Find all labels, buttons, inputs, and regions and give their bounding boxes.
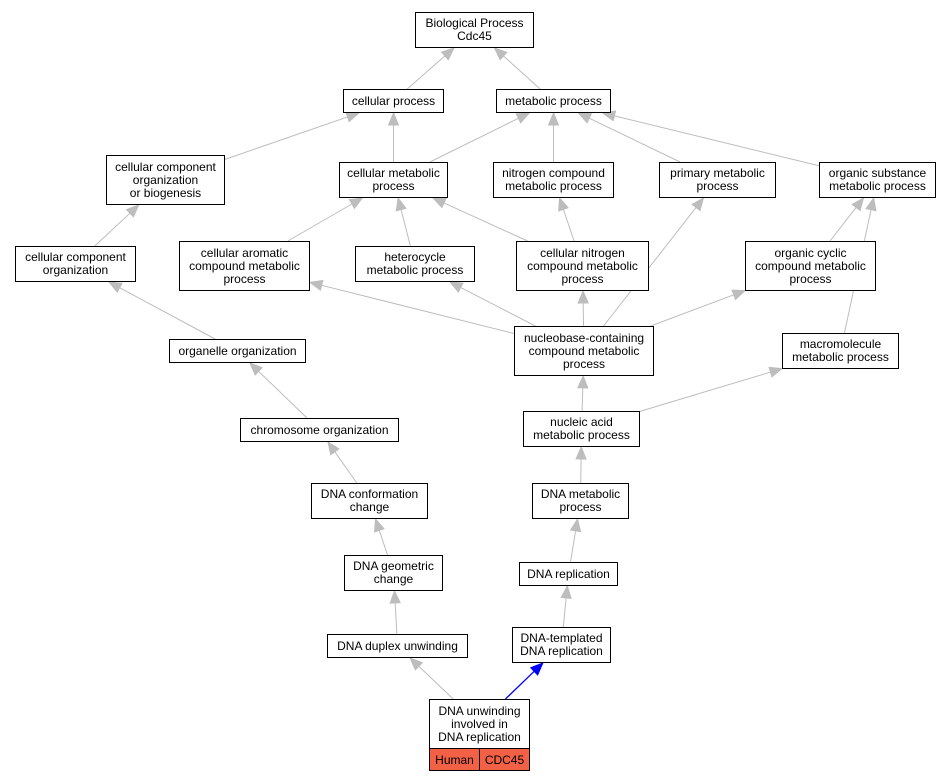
- arrowhead-namp-to-nbcmp: [577, 374, 589, 389]
- edge-oo-to-cco: [119, 287, 216, 340]
- edge-du-to-ddu: [418, 665, 454, 700]
- arrowhead-oo-to-cco: [107, 281, 123, 293]
- node-macromolecule-metabolic-process[interactable]: macromolecule metabolic process: [782, 333, 899, 369]
- arrowhead-ccob-to-cp: [345, 111, 361, 123]
- node-nucleobase-containing-compound-metabolic-process[interactable]: nucleobase-containing compound metabolic…: [514, 326, 654, 376]
- edge-occmp-to-osmp: [829, 207, 857, 242]
- node-dna-unwinding-involved-in-dna-replication[interactable]: DNA unwinding involved in DNA replicatio…: [429, 699, 530, 749]
- edge-nbcmp-to-cacmp: [321, 284, 515, 334]
- edge-mp-to-bp: [503, 55, 541, 90]
- edge-dr-to-dmp: [569, 530, 577, 563]
- edge-nbcmp-to-pmp: [603, 207, 697, 327]
- edge-nbcmp-to-hmp: [460, 287, 536, 327]
- node-chromosome-organization[interactable]: chromosome organization: [240, 418, 399, 442]
- edge-dgc-to-dcc: [378, 530, 388, 556]
- arrowhead-ncmp-to-mp: [547, 111, 560, 126]
- edge-ddu-to-dgc: [394, 602, 398, 635]
- edge-namp-to-mmp: [639, 371, 771, 412]
- edge-cacmp-to-cmp: [287, 203, 353, 242]
- gene-tag: CDC45: [479, 748, 530, 771]
- node-dna-metabolic-process[interactable]: DNA metabolic process: [532, 483, 629, 519]
- arrowhead-dcc-to-co: [327, 440, 340, 456]
- arrowhead-ddu-to-dgc: [389, 589, 401, 604]
- arrowhead-hmp-to-cmp: [395, 196, 407, 212]
- arrowhead-pmp-to-mp: [577, 112, 593, 124]
- node-cellular-metabolic-process[interactable]: cellular metabolic process: [339, 162, 448, 198]
- arrowhead-namp-to-mmp: [768, 366, 784, 378]
- node-dna-conformation-change[interactable]: DNA conformation change: [311, 483, 428, 519]
- arrowhead-cncmp-to-cmp: [431, 197, 447, 209]
- node-biological-process[interactable]: Biological Process Cdc45: [415, 12, 534, 48]
- species-tag: Human: [429, 748, 480, 771]
- node-cellular-aromatic-compound-metabolic-process[interactable]: cellular aromatic compound metabolic pro…: [179, 241, 310, 291]
- node-cellular-process[interactable]: cellular process: [343, 89, 444, 113]
- node-metabolic-process[interactable]: metabolic process: [496, 89, 611, 113]
- edge-co-to-oo: [258, 370, 308, 419]
- edge-hmp-to-cmp: [400, 209, 411, 247]
- node-dna-templated-dna-replication[interactable]: DNA-templated DNA replication: [512, 627, 611, 663]
- node-heterocycle-metabolic-process[interactable]: heterocycle metabolic process: [355, 246, 475, 282]
- arrowhead-nbcmp-to-hmp: [448, 281, 464, 293]
- edge-du-to-dtdr: [504, 670, 535, 700]
- arrowhead-cmp-to-cp: [387, 111, 400, 126]
- node-dna-geometric-change[interactable]: DNA geometric change: [344, 555, 443, 591]
- node-dna-replication[interactable]: DNA replication: [519, 562, 618, 586]
- arrowhead-dgc-to-dcc: [373, 517, 385, 533]
- edge-cncmp-to-cmp: [443, 202, 528, 242]
- node-primary-metabolic-process[interactable]: primary metabolic process: [659, 162, 776, 198]
- edge-pmp-to-mp: [589, 117, 681, 163]
- node-cellular-component-organization[interactable]: cellular component organization: [15, 246, 136, 282]
- edge-dtdr-to-dr: [562, 597, 567, 628]
- arrowhead-cp-to-bp: [440, 47, 455, 61]
- arrowhead-dr-to-dmp: [569, 517, 582, 533]
- arrowhead-nbcmp-to-pmp: [691, 196, 705, 212]
- node-organic-cyclic-compound-metabolic-process[interactable]: organic cyclic compound metabolic proces…: [745, 241, 876, 291]
- arrowhead-cacmp-to-cmp: [348, 197, 364, 210]
- node-cellular-component-organization-or-biogenesis[interactable]: cellular component organization or bioge…: [106, 155, 225, 205]
- edge-cco-to-ccob: [94, 212, 131, 247]
- arrowhead-mmp-to-osmp: [865, 196, 877, 212]
- edge-ccob-to-cp: [224, 116, 348, 160]
- arrowhead-nbcmp-to-occmp: [731, 289, 747, 301]
- arrowhead-mp-to-bp: [493, 47, 508, 61]
- edge-cncmp-to-ncmp: [562, 209, 575, 242]
- node-dna-duplex-unwinding[interactable]: DNA duplex unwinding: [327, 634, 468, 658]
- node-organelle-organization[interactable]: organelle organization: [169, 339, 306, 363]
- arrowhead-du-to-ddu: [409, 657, 424, 671]
- arrowhead-cmp-to-mp: [515, 112, 531, 124]
- node-nitrogen-compound-metabolic-process[interactable]: nitrogen compound metabolic process: [493, 162, 614, 198]
- arrowhead-nbcmp-to-cncmp: [577, 289, 589, 304]
- edge-namp-to-nbcmp: [581, 387, 584, 412]
- edge-osmp-to-mp: [614, 115, 820, 167]
- edge-cp-to-bp: [406, 55, 446, 90]
- arrowhead-occmp-to-osmp: [851, 196, 865, 212]
- arrowhead-cco-to-ccob: [125, 204, 140, 218]
- edge-cmp-to-mp: [429, 117, 519, 163]
- edge-nbcmp-to-occmp: [650, 294, 734, 327]
- node-nucleic-acid-metabolic-process[interactable]: nucleic acid metabolic process: [523, 411, 640, 447]
- node-organic-substance-metabolic-process[interactable]: organic substance metabolic process: [819, 162, 936, 198]
- arrowhead-dtdr-to-dr: [560, 584, 572, 600]
- arrowhead-dmp-to-namp: [575, 445, 587, 460]
- arrowhead-nbcmp-to-cacmp: [308, 279, 324, 292]
- node-cellular-nitrogen-compound-metabolic-process[interactable]: cellular nitrogen compound metabolic pro…: [516, 241, 649, 291]
- arrowhead-cncmp-to-ncmp: [558, 196, 570, 212]
- arrowhead-du-to-dtdr: [529, 662, 544, 676]
- arrowhead-co-to-oo: [249, 362, 263, 376]
- edge-dcc-to-co: [334, 451, 358, 484]
